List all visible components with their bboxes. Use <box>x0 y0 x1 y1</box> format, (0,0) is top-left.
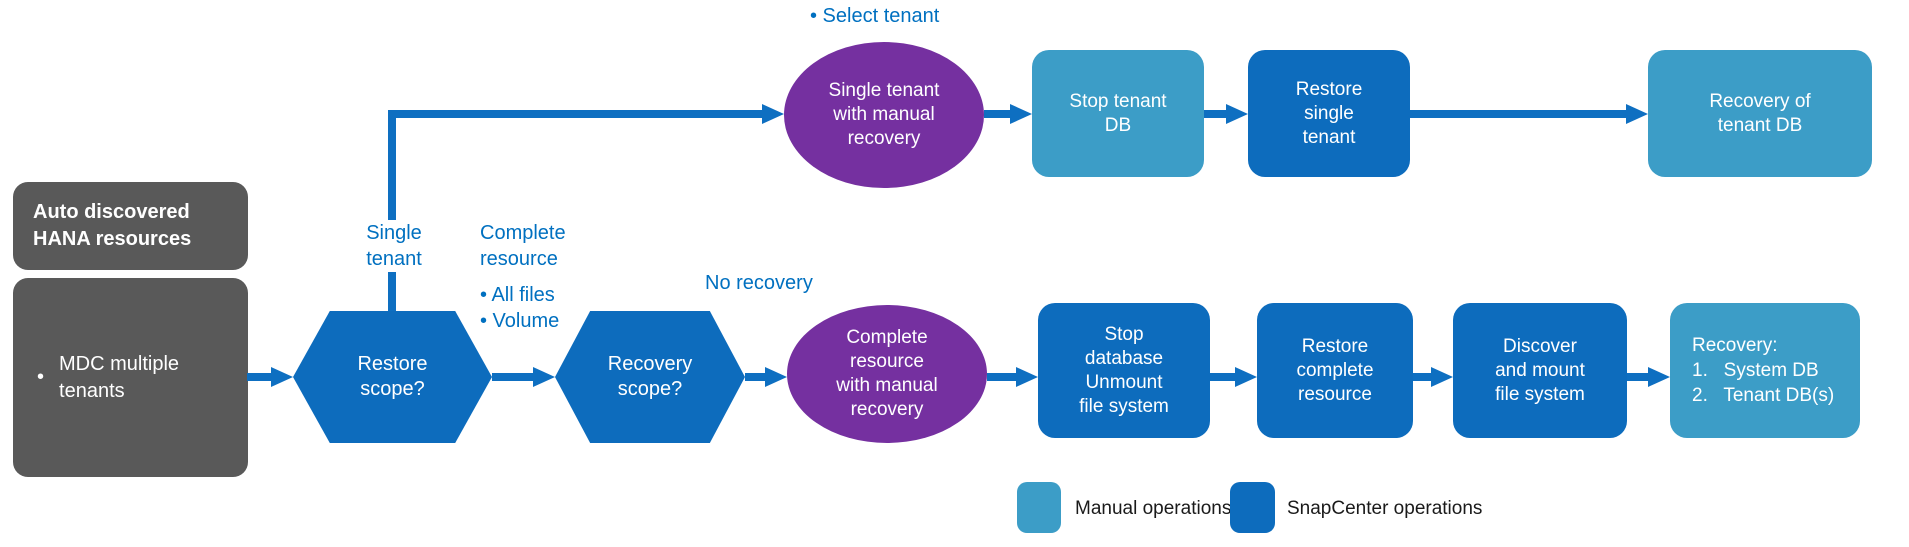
restore-single-tenant-box: Restore single tenant <box>1248 50 1410 177</box>
arrow-to-single-tenant-ellipse-head <box>762 104 784 124</box>
recovery-scope-label: Recovery scope? <box>607 353 693 400</box>
legend-manual-label: Manual operations <box>1075 498 1232 519</box>
arrow-restore-single-to-recovery <box>1410 110 1626 118</box>
recovery-scope-decision: Recovery scope? <box>555 311 745 443</box>
auto-discovered-hana-resources-label: Auto discovered HANA resources <box>33 201 192 250</box>
complete-resource-manual-recovery-ellipse: Complete resource with manual recovery <box>787 305 987 443</box>
no-recovery-label: No recovery <box>705 272 813 294</box>
complete-resource-branch-label: Complete resource <box>480 222 566 270</box>
arrow-ellipse-to-stop-tenant-head <box>1010 104 1032 124</box>
connector-single-tenant-horizontal <box>388 110 762 118</box>
mdc-multiple-tenants-box: • MDC multiple tenants <box>13 278 248 477</box>
arrow-recovery-scope-to-ellipse-head <box>765 367 787 387</box>
legend-snapcenter-label: SnapCenter operations <box>1287 498 1483 519</box>
restore-scope-label: Restore scope? <box>357 353 428 400</box>
arrow-ellipse-to-stop-tenant <box>984 110 1010 118</box>
single-tenant-branch-label: Single tenant <box>335 220 453 272</box>
single-tenant-manual-recovery-ellipse: Single tenant with manual recovery <box>784 42 984 188</box>
restore-complete-resource-box: Restore complete resource <box>1257 303 1413 438</box>
arrow-ellipse-to-stop-database-head <box>1016 367 1038 387</box>
recovery-system-tenant-db-box: Recovery: 1. System DB 2. Tenant DB(s) <box>1670 303 1860 438</box>
arrow-restore-scope-to-recovery-scope-head <box>533 367 555 387</box>
arrow-stop-tenant-to-restore-single-head <box>1226 104 1248 124</box>
single-tenant-manual-recovery-label: Single tenant with manual recovery <box>828 80 940 149</box>
mdc-bullet: • <box>37 366 45 388</box>
arrow-stop-tenant-to-restore-single <box>1204 110 1226 118</box>
arrow-mdc-to-restore-scope-head <box>271 367 293 387</box>
stop-database-unmount-label: Stop database Unmount file system <box>1079 323 1169 417</box>
complete-resource-branch-bullets: • All files • Volume <box>480 284 560 332</box>
arrow-restore-complete-to-discover-head <box>1431 367 1453 387</box>
arrow-restore-single-to-recovery-head <box>1626 104 1648 124</box>
arrow-discover-to-recovery-list-head <box>1648 367 1670 387</box>
discover-and-mount-box: Discover and mount file system <box>1453 303 1627 438</box>
restore-scope-decision: Restore scope? <box>293 311 492 443</box>
connector-single-tenant-vertical <box>388 110 396 311</box>
legend-snapcenter-swatch <box>1230 482 1275 533</box>
arrow-ellipse-to-stop-database <box>987 373 1016 381</box>
arrow-mdc-to-restore-scope <box>247 373 273 381</box>
recovery-of-tenant-db-label: Recovery of tenant DB <box>1709 90 1811 136</box>
stop-tenant-db-box: Stop tenant DB <box>1032 50 1204 177</box>
arrow-restore-complete-to-discover <box>1413 373 1431 381</box>
stop-database-unmount-box: Stop database Unmount file system <box>1038 303 1210 438</box>
auto-discovered-hana-resources-box: Auto discovered HANA resources <box>13 182 248 270</box>
select-tenant-label: • Select tenant <box>810 5 940 27</box>
discover-and-mount-label: Discover and mount file system <box>1495 335 1585 405</box>
restore-single-tenant-label: Restore single tenant <box>1295 78 1363 148</box>
legend-manual-swatch <box>1017 482 1061 533</box>
stop-tenant-db-label: Stop tenant DB <box>1069 90 1167 136</box>
restore-complete-resource-label: Restore complete resource <box>1296 335 1374 405</box>
mdc-multiple-tenants-label: MDC multiple tenants <box>59 352 185 402</box>
arrow-recovery-scope-to-ellipse <box>745 373 765 381</box>
arrow-restore-scope-to-recovery-scope <box>492 373 533 381</box>
recovery-of-tenant-db-box: Recovery of tenant DB <box>1648 50 1872 177</box>
complete-resource-manual-recovery-label: Complete resource with manual recovery <box>836 327 938 420</box>
arrow-stop-database-to-restore-complete-head <box>1235 367 1257 387</box>
arrow-discover-to-recovery-list <box>1627 373 1648 381</box>
arrow-stop-database-to-restore-complete <box>1210 373 1235 381</box>
recovery-system-tenant-db-label: Recovery: 1. System DB 2. Tenant DB(s) <box>1692 335 1835 406</box>
